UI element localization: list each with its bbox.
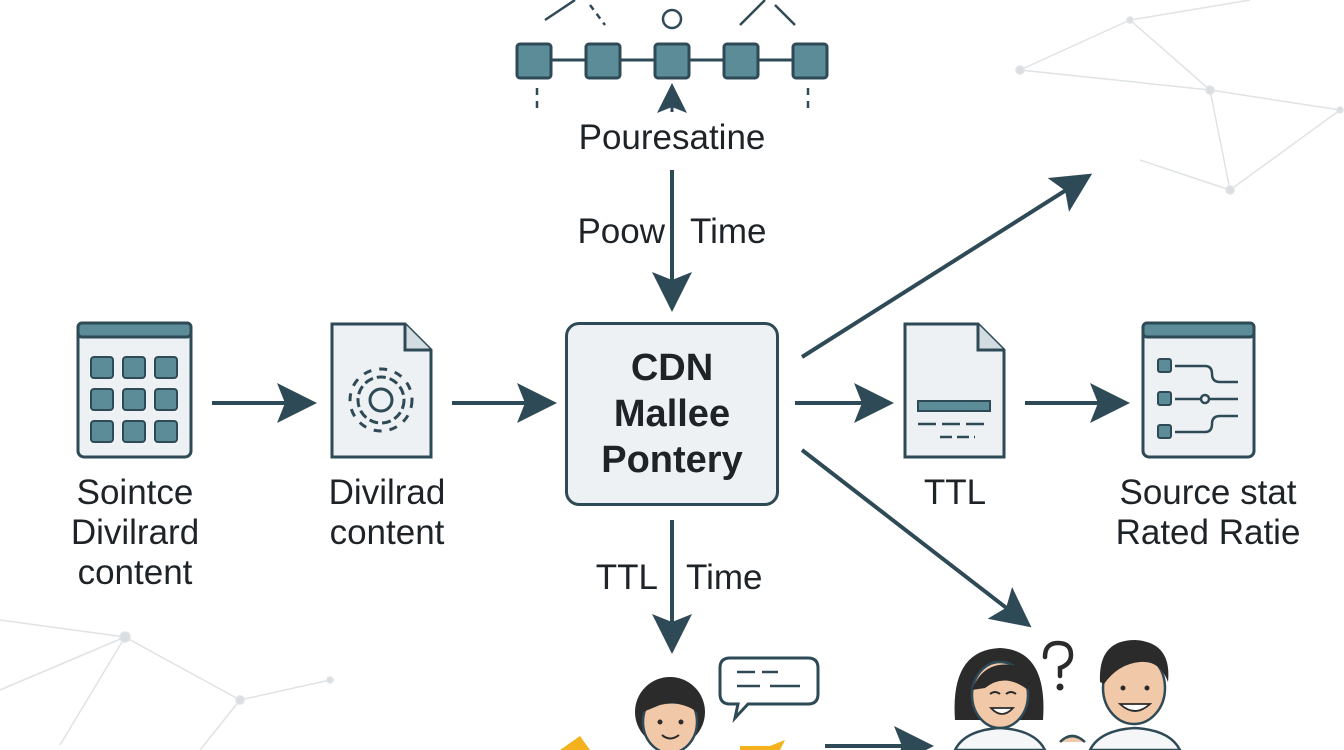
rate-node-label: Source stat Rated Ratie [1115, 473, 1301, 552]
speech-bubble-icon [718, 656, 820, 724]
delivered-node-label: Divilrad content [328, 473, 446, 552]
question-mark-icon [1042, 640, 1074, 691]
ttl-node-label: TTL [923, 473, 987, 512]
pipeline-caption: Pouresatine [578, 118, 766, 157]
flow-label-right: Time [690, 212, 767, 251]
cdn-node-label: CDN Mallee Pontery [601, 347, 743, 481]
gear-document-icon [330, 322, 433, 459]
source-node-label: Sointce Divilrard content [70, 473, 200, 592]
users-icon [953, 640, 1182, 750]
arrow-cdn-to-users [800, 448, 1032, 628]
background-network-top-right [1015, 0, 1344, 195]
background-network-bottom-left [0, 619, 334, 750]
bottom-label-left: TTL [595, 558, 658, 597]
support-agent-figure [560, 677, 785, 750]
pipeline-graphic [515, 0, 829, 113]
cdn-node: CDN Mallee Pontery [565, 322, 779, 506]
bottom-label-right: Time [686, 558, 763, 597]
flow-window-icon [1141, 321, 1256, 459]
grid-window-icon [76, 321, 193, 459]
pipeline-tiles [515, 42, 829, 80]
flow-label-left: Poow [577, 212, 665, 251]
flow-arrows [212, 170, 1130, 750]
arrow-cdn-to-top-right [800, 173, 1093, 359]
text-document-icon [903, 322, 1006, 459]
